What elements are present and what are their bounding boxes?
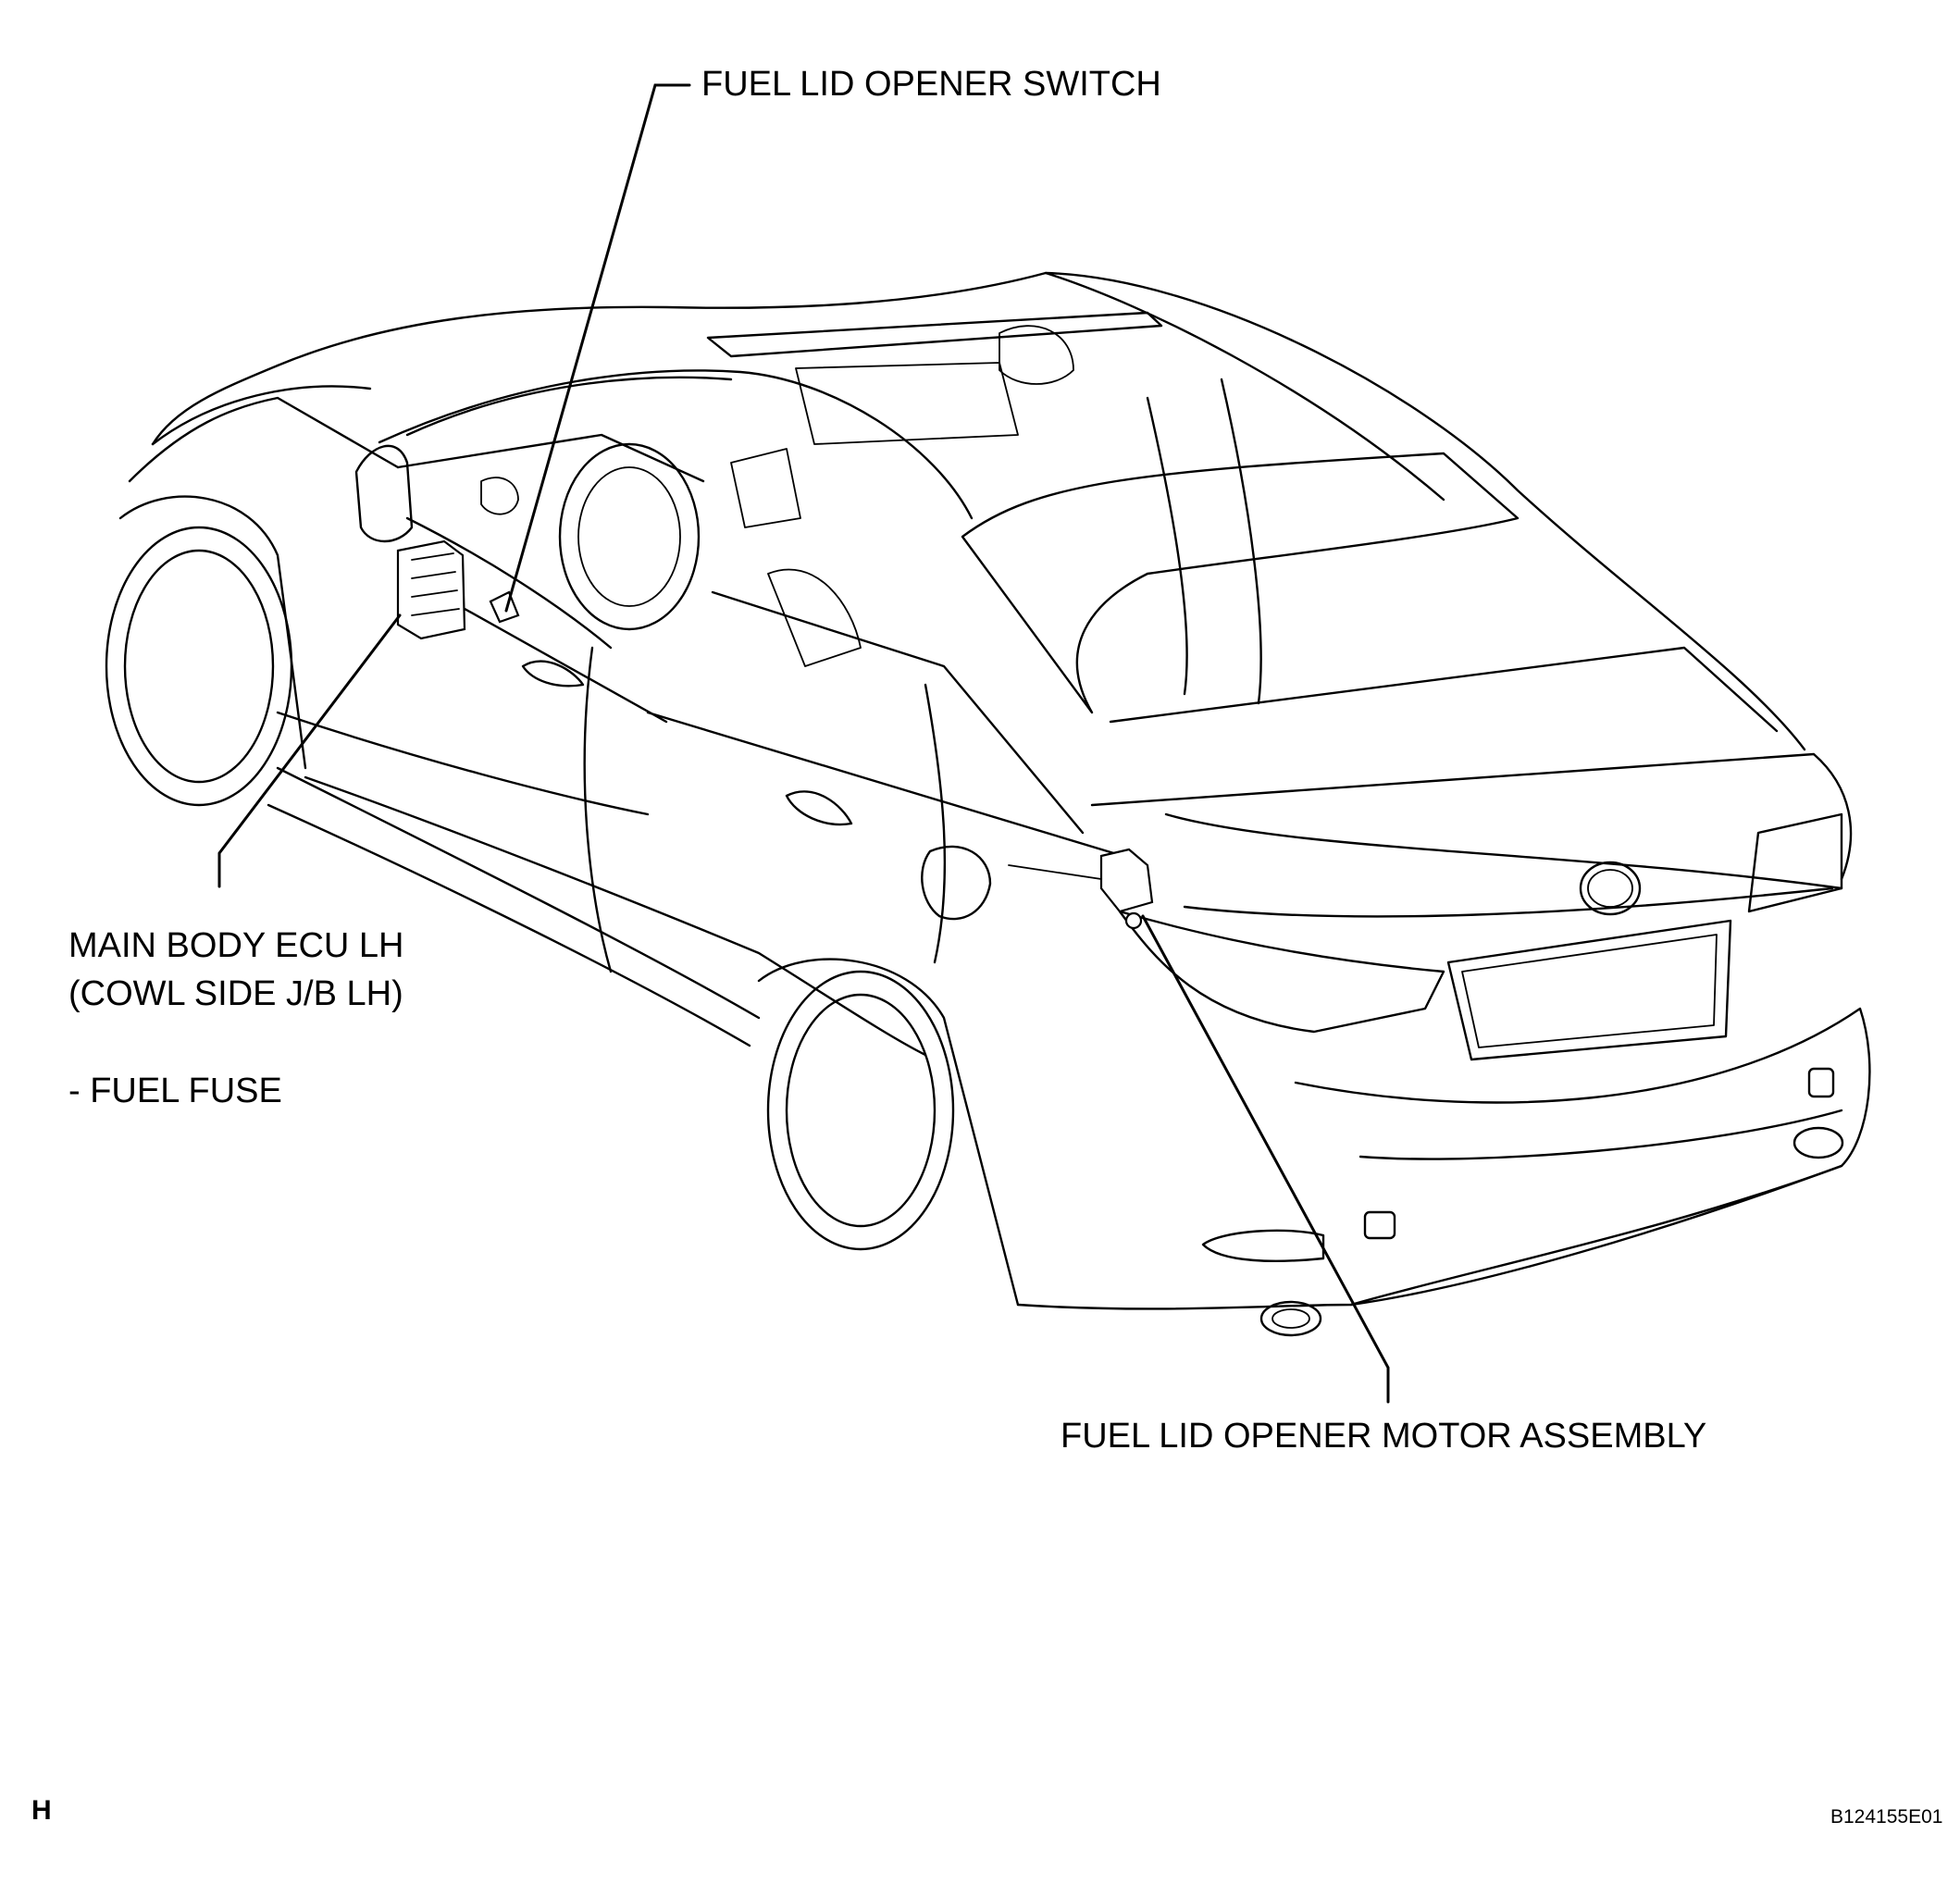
corner-code: H <box>31 1795 52 1826</box>
fuel-fuse-label: - FUEL FUSE <box>68 1072 282 1110</box>
main-body-ecu-part <box>396 539 466 640</box>
figure-id: B124155E01 <box>1830 1806 1943 1828</box>
cowl-side-jb-label: (COWL SIDE J/B LH) <box>68 974 403 1013</box>
leader-lines <box>217 83 1390 1404</box>
fuel-lid-opener-motor-label: FUEL LID OPENER MOTOR ASSEMBLY <box>1061 1417 1707 1456</box>
ecu-leader-line <box>217 613 402 888</box>
fuel-lid-opener-switch-part <box>489 590 520 624</box>
switch-leader-line <box>504 83 691 613</box>
fuel-lid-opener-motor-part <box>1008 848 1154 930</box>
motor-leader-line <box>1141 914 1390 1404</box>
fuel-lid-opener-switch-label: FUEL LID OPENER SWITCH <box>701 65 1161 104</box>
car-body-lines <box>105 271 1871 1337</box>
main-body-ecu-label: MAIN BODY ECU LH <box>68 926 404 965</box>
